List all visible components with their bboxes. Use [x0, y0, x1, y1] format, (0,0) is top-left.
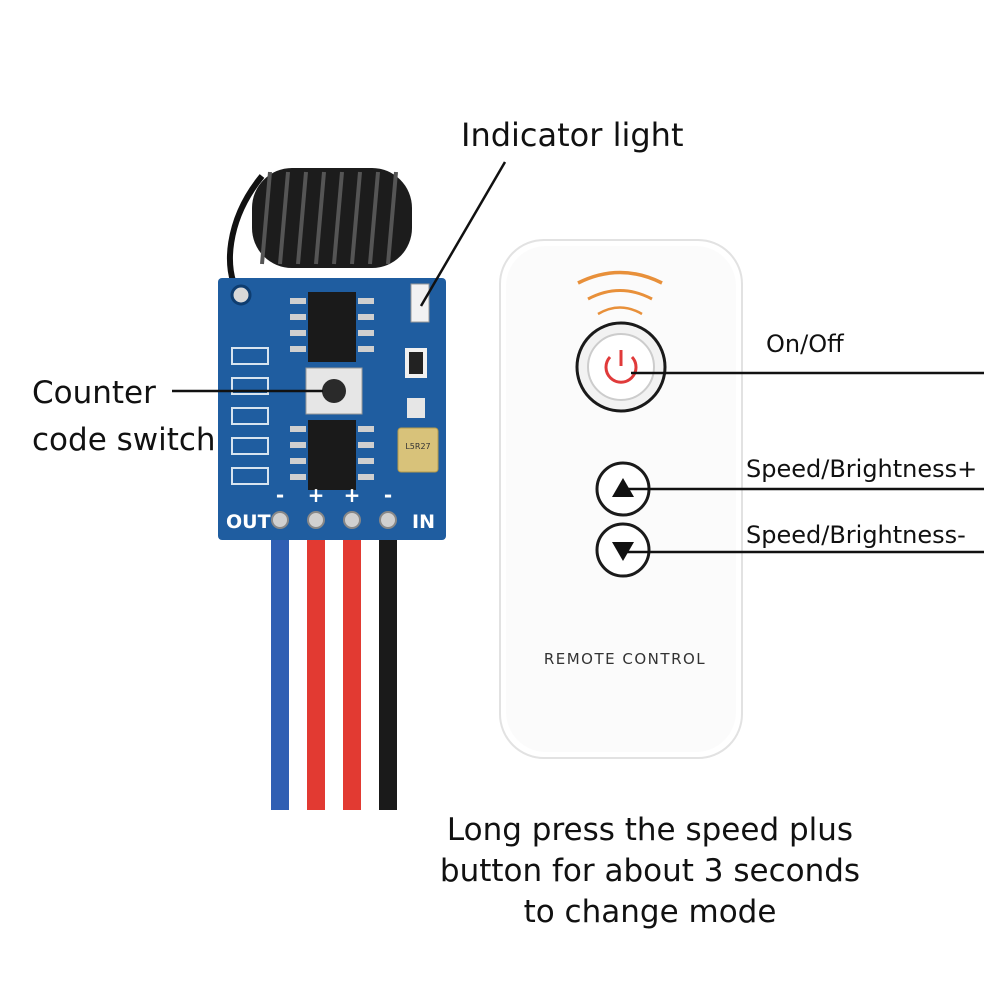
indicator-led: [410, 283, 430, 323]
remote-brand-text: REMOTE CONTROL: [544, 650, 706, 668]
svg-text:+: +: [344, 483, 361, 507]
wire-black: [379, 528, 397, 810]
counter-label-line1: Counter: [32, 375, 156, 411]
svg-text:-: -: [384, 483, 392, 507]
crystal-oscillator: [397, 427, 439, 473]
triangle-up-icon: [612, 478, 634, 497]
speed-minus-button[interactable]: [595, 522, 651, 578]
svg-text:OUT: OUT: [226, 511, 271, 533]
indicator-callout: [419, 161, 507, 307]
power-button[interactable]: [575, 321, 667, 413]
indicator-light-label: Indicator light: [461, 116, 684, 154]
callout-lines: [172, 161, 984, 554]
wire-red-1: [307, 528, 325, 810]
caption-line1: Long press the speed plus: [446, 812, 854, 848]
wire-red-2: [343, 528, 361, 810]
on-off-label: On/Off: [766, 330, 844, 358]
antenna-coil: [227, 168, 412, 294]
counter-code-switch-label: Counter code switch: [32, 370, 216, 464]
speed-minus-label: Speed/Brightness-: [746, 521, 966, 549]
svg-text:IN: IN: [412, 511, 435, 533]
signal-arc-outer: [577, 270, 663, 285]
svg-text:+: +: [308, 483, 325, 507]
power-icon: [604, 350, 638, 384]
ic-chip-top: [308, 292, 356, 362]
wire-blue: [271, 528, 289, 810]
caption-line3: to change mode: [523, 894, 777, 930]
mode-instruction-caption: Long press the speed plus button for abo…: [380, 810, 920, 933]
svg-text:-: -: [276, 483, 284, 507]
receiver-pcb: L5R27 - + + - OUT IN: [218, 278, 446, 540]
caption-line2: button for about 3 seconds: [439, 853, 861, 889]
remote-control: REMOTE CONTROL: [499, 239, 743, 759]
svg-text:L5R27: L5R27: [405, 442, 430, 451]
signal-arc-inner: [597, 306, 643, 316]
ic-chip-bottom: [308, 420, 356, 490]
speed-plus-label: Speed/Brightness+: [746, 455, 978, 483]
counter-label-line2: code switch: [32, 422, 216, 458]
signal-arc-middle: [587, 289, 653, 301]
wires: [271, 528, 397, 810]
